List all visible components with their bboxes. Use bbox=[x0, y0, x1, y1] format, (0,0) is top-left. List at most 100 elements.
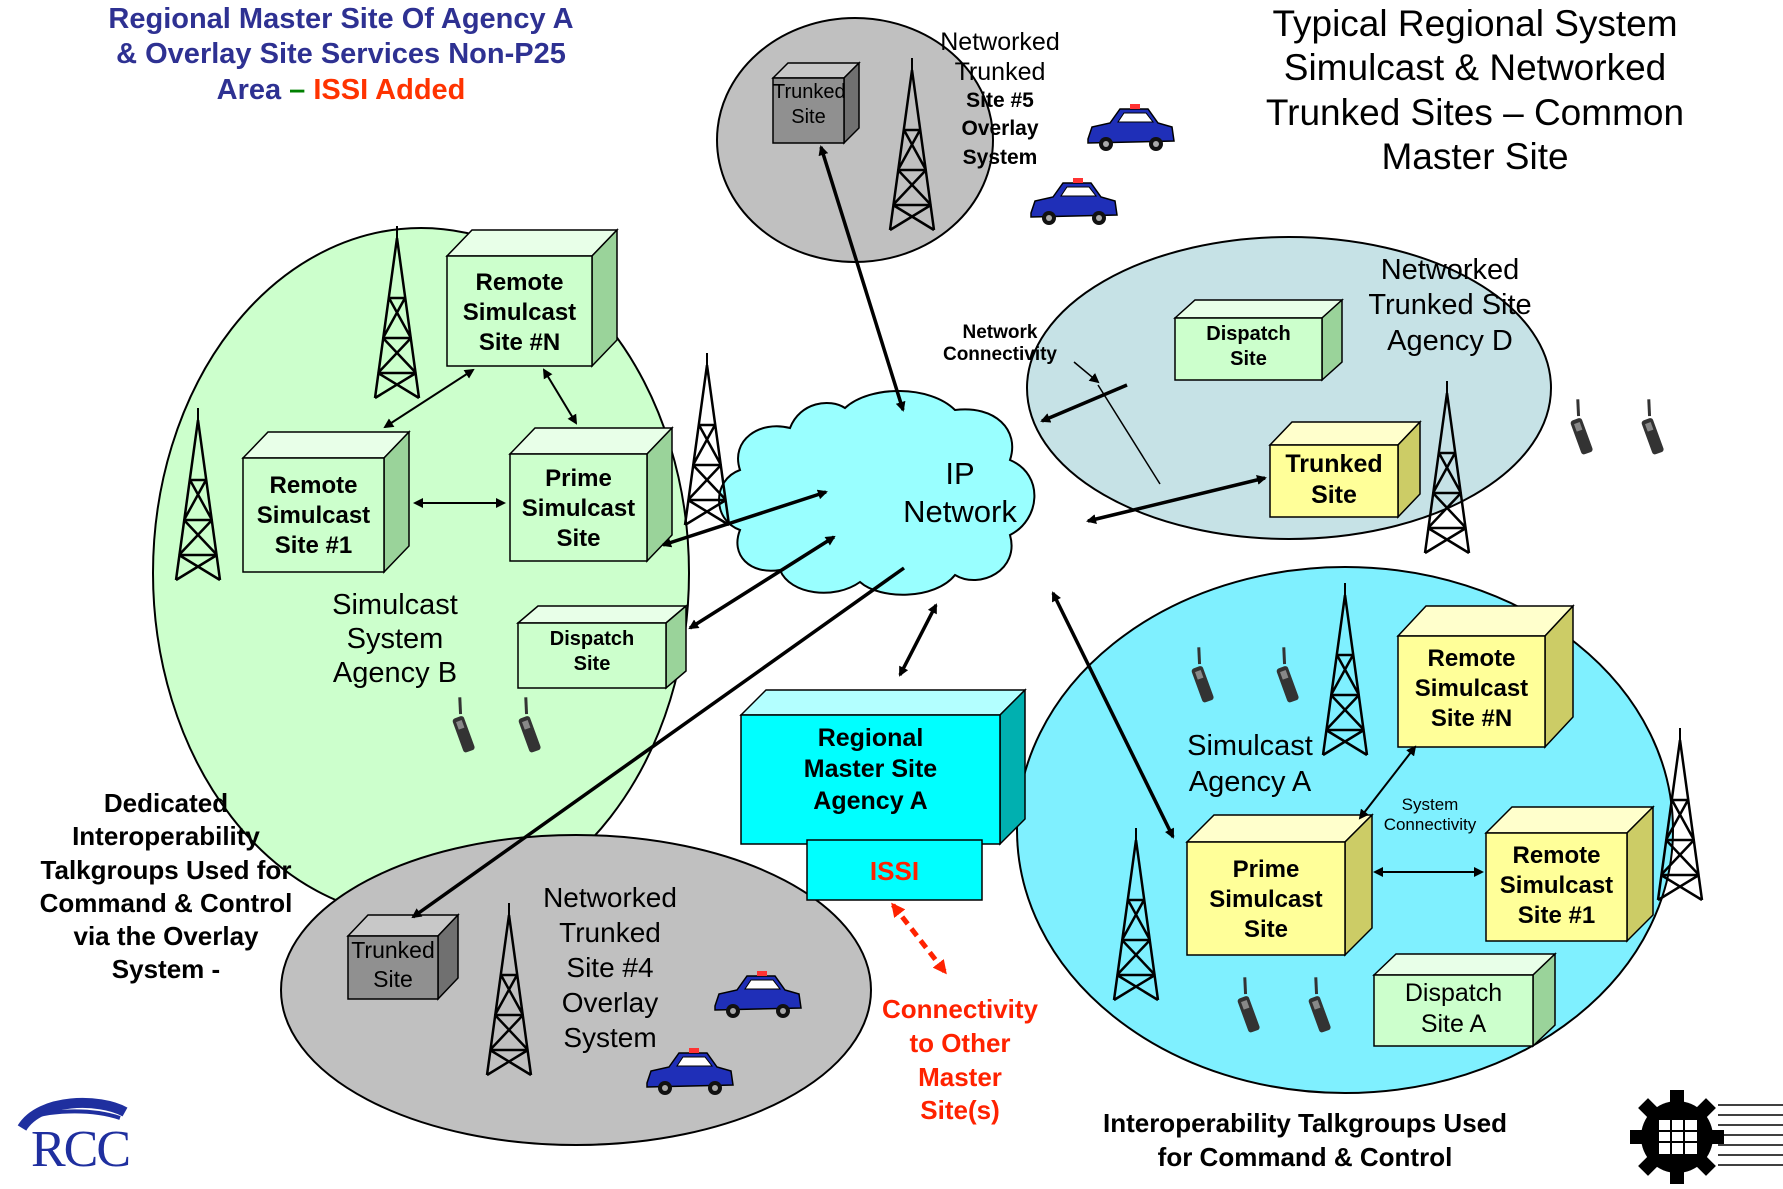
agency-a-remote-n-label: Remote Simulcast Site #N bbox=[1398, 644, 1545, 734]
box-line: Site bbox=[373, 965, 413, 992]
title-right-line: Master Site bbox=[1381, 136, 1569, 178]
label-line: System bbox=[962, 145, 1038, 169]
box-line: Simulcast bbox=[521, 495, 636, 522]
overlay4-label: Networked Trunked Site #4 Overlay System bbox=[520, 880, 700, 1055]
label-line: System bbox=[563, 1022, 657, 1053]
overlay4-trunked-label: Trunked Site bbox=[348, 936, 438, 994]
title-right-line: Typical Regional System bbox=[1272, 3, 1678, 44]
box-line: Simulcast bbox=[1414, 675, 1529, 702]
box-line: Site bbox=[556, 525, 601, 552]
interop-note: Interoperability Talkgroups Used for Com… bbox=[1090, 1107, 1520, 1175]
connectivity-other-label: Connectivity to Other Master Site(s) bbox=[845, 993, 1075, 1128]
label-line: for Command & Control bbox=[1157, 1141, 1453, 1172]
label-line: Trunked bbox=[954, 57, 1046, 86]
box-line: Regional bbox=[817, 724, 924, 752]
label-line: Networked bbox=[940, 28, 1060, 56]
internal-links bbox=[383, 368, 1484, 877]
box-line: Site #N bbox=[1430, 705, 1513, 732]
title-right-line: Simulcast & Networked bbox=[1283, 47, 1667, 89]
box-line: Site #1 bbox=[1517, 902, 1596, 929]
agency-b-remote-n-label: Remote Simulcast Site #N bbox=[447, 268, 592, 358]
box-line: Site #1 bbox=[274, 532, 353, 559]
label-line: Agency A bbox=[1188, 766, 1312, 799]
agency-b-remote-1-label: Remote Simulcast Site #1 bbox=[243, 471, 384, 561]
label-line: IP bbox=[945, 456, 975, 491]
overlay4-region bbox=[280, 834, 872, 1146]
title-left-dash: – bbox=[281, 73, 314, 106]
title-left-line: Area – ISSI Added bbox=[36, 73, 646, 108]
box-line: Dispatch bbox=[1206, 323, 1291, 345]
agency-d-label: Networked Trunked Site Agency D bbox=[1330, 253, 1570, 359]
system-connectivity-label: System Connectivity bbox=[1365, 795, 1495, 835]
label-line: Dedicated bbox=[103, 788, 229, 818]
agency-a-dispatch-box bbox=[1372, 952, 1557, 1048]
label-line: Command & Control bbox=[39, 887, 293, 918]
box-line: Simulcast bbox=[462, 299, 577, 326]
label-line: Trunked Site bbox=[1368, 289, 1532, 322]
label-line: Site #5 bbox=[966, 89, 1034, 112]
label-line: Connectivity bbox=[942, 344, 1058, 366]
label-line: Site(s) bbox=[920, 1095, 1000, 1126]
label-line: Interoperability Talkgroups Used bbox=[1102, 1108, 1508, 1138]
box-line: Prime bbox=[545, 465, 612, 492]
label-line: System - bbox=[111, 954, 221, 985]
label-line: Trunked bbox=[559, 917, 661, 948]
box-line: Site bbox=[1230, 348, 1267, 370]
title-left-line: & Overlay Site Services Non-P25 bbox=[116, 38, 566, 71]
box-line: Dispatch bbox=[549, 628, 635, 650]
agency-a-prime-box bbox=[1185, 813, 1374, 957]
box-line: Remote bbox=[475, 269, 564, 296]
agency-b-remote-1-box bbox=[241, 430, 411, 574]
box-line: Prime bbox=[1232, 856, 1300, 883]
label-line: Networked bbox=[1380, 254, 1520, 286]
issi-box bbox=[806, 839, 983, 901]
police-car-icon bbox=[1087, 103, 1175, 152]
box-line: Master Site bbox=[803, 755, 938, 784]
label-line: System bbox=[1401, 795, 1459, 814]
agency-a-dispatch-label: Dispatch Site A bbox=[1374, 978, 1533, 1041]
dedicated-note: Dedicated Interoperability Talkgroups Us… bbox=[6, 787, 326, 987]
box-line: Remote bbox=[1512, 842, 1601, 869]
box-line: Remote bbox=[269, 472, 358, 499]
network-connectivity-label: Network Connectivity bbox=[920, 322, 1080, 367]
box-line: Simulcast bbox=[1209, 886, 1323, 913]
overlay5-trunked-box bbox=[771, 61, 861, 145]
regional-master-label: Regional Master Site Agency A bbox=[741, 723, 1000, 817]
agency-d-trunked-box bbox=[1268, 420, 1422, 519]
label-line: Site #4 bbox=[566, 952, 654, 983]
title-right-line: Trunked Sites – Common bbox=[1265, 91, 1685, 133]
agency-a-remote-n-box bbox=[1396, 604, 1575, 749]
label-line: Overlay bbox=[961, 117, 1039, 141]
box-line: Trunked bbox=[773, 81, 846, 103]
overlay4-trunked-box bbox=[346, 913, 460, 1001]
label-line: Talkgroups Used for bbox=[40, 854, 292, 885]
title-left-line: Regional Master Site Of Agency A bbox=[108, 3, 574, 35]
box-line: Trunked bbox=[351, 937, 435, 963]
agency-a-prime-label: Prime Simulcast Site bbox=[1187, 855, 1345, 945]
overlay5-trunked-label: Trunked Site bbox=[773, 80, 846, 130]
gear-logo bbox=[1630, 1090, 1783, 1184]
agency-b-remote-n-box bbox=[445, 228, 619, 368]
agency-d-dispatch-box bbox=[1173, 298, 1344, 382]
police-car-icon bbox=[1030, 177, 1118, 226]
rcc-logo-text: RCC bbox=[30, 1121, 131, 1178]
title-left: Regional Master Site Of Agency A & Overl… bbox=[36, 2, 646, 108]
agency-b-prime-box bbox=[508, 426, 674, 563]
agency-d-trunked-label: Trunked Site bbox=[1270, 449, 1398, 512]
label-line: Agency D bbox=[1387, 324, 1513, 357]
box-line: Site bbox=[1311, 481, 1357, 510]
rcc-logo bbox=[17, 1097, 128, 1131]
box-line: Simulcast bbox=[256, 502, 371, 529]
label-line: Master bbox=[918, 1061, 1002, 1092]
box-line: Remote bbox=[1427, 645, 1516, 672]
box-line: Site bbox=[573, 653, 611, 675]
label-line: to Other bbox=[909, 1027, 1011, 1058]
agency-a-remote-1-box bbox=[1484, 805, 1655, 943]
box-line: Agency A bbox=[813, 786, 928, 815]
agency-b-dispatch-label: Dispatch Site bbox=[518, 627, 666, 677]
ip-network-label: IP Network bbox=[860, 455, 1060, 531]
label-line: Network bbox=[903, 493, 1017, 529]
label-line: via the Overlay bbox=[73, 921, 259, 952]
label-line: Simulcast bbox=[332, 589, 458, 621]
